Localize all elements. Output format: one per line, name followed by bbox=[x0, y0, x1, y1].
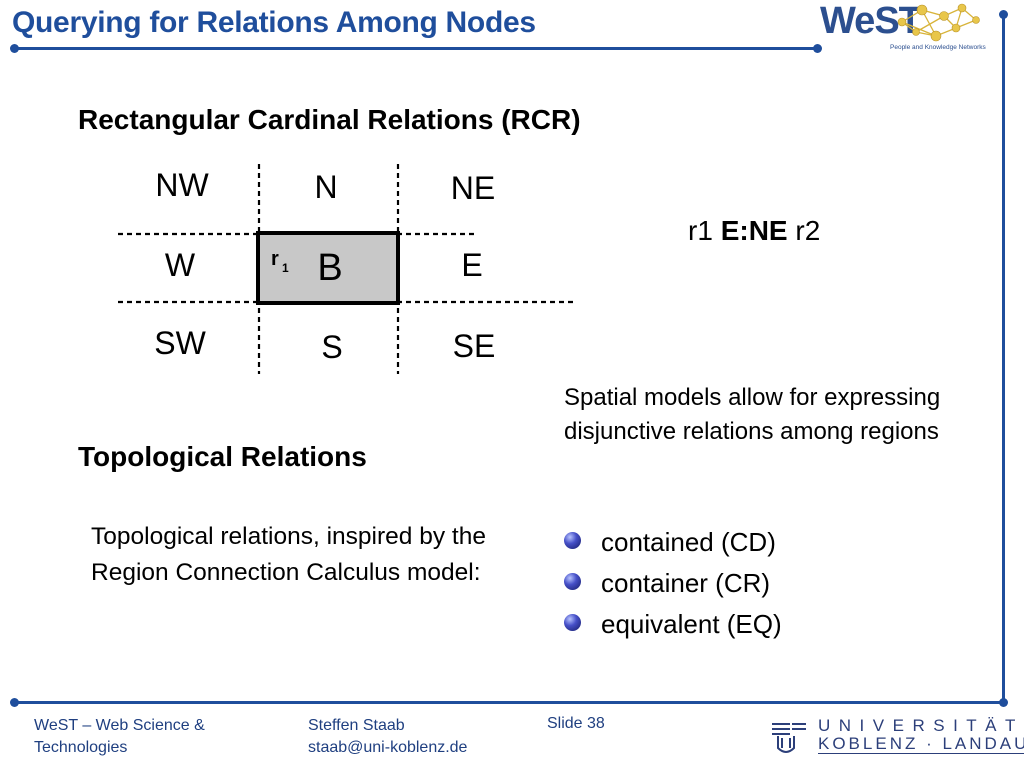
footer-author-email: staab@uni-koblenz.de bbox=[308, 739, 468, 756]
university-name: UNIVERSITÄT bbox=[818, 716, 1024, 735]
relation-right-operand: r2 bbox=[787, 215, 821, 246]
footer-organization: WeST – Web Science & Technologies bbox=[34, 715, 274, 759]
line-dot-top-left bbox=[10, 44, 19, 53]
line-dot-bottom-right bbox=[999, 698, 1008, 707]
west-logo-tagline: People and Knowledge Networks bbox=[890, 44, 986, 51]
region-b-label: B bbox=[317, 247, 342, 289]
bullet-icon bbox=[564, 532, 581, 549]
topological-relations-list: contained (CD) container (CR) equivalent… bbox=[562, 524, 782, 647]
region-s-label: S bbox=[321, 329, 342, 365]
region-e-label: E bbox=[461, 247, 482, 283]
right-border-line bbox=[1002, 14, 1005, 702]
relation-operator: E:NE bbox=[720, 215, 788, 246]
list-item-label: container (CR) bbox=[601, 568, 771, 598]
region-se-label: SE bbox=[453, 328, 496, 364]
list-item: equivalent (EQ) bbox=[562, 606, 782, 647]
box-b bbox=[256, 231, 400, 305]
bullet-icon bbox=[564, 614, 581, 631]
region-n-label: N bbox=[314, 169, 337, 205]
list-item: contained (CD) bbox=[562, 524, 782, 565]
footer-author-name: Steffen Staab bbox=[308, 717, 405, 734]
line-dot-top-right bbox=[813, 44, 822, 53]
list-item-label: contained (CD) bbox=[601, 527, 776, 557]
region-w-label: W bbox=[165, 247, 196, 283]
university-location: KOBLENZ · LANDAU bbox=[818, 735, 1024, 754]
footer-org-line1: WeST – Web Science & bbox=[34, 717, 205, 734]
list-item-label: equivalent (EQ) bbox=[601, 609, 782, 639]
relation-left-operand: r1 bbox=[688, 215, 721, 246]
region-r-label: r bbox=[271, 248, 279, 270]
slide-number: Slide 38 bbox=[547, 715, 605, 732]
line-dot-bottom-left bbox=[10, 698, 19, 707]
university-emblem-icon bbox=[772, 723, 806, 753]
footer-author: Steffen Staab staab@uni-koblenz.de bbox=[308, 715, 467, 759]
region-ne-label: NE bbox=[451, 170, 495, 206]
rcr-grid-diagram: NW N NE W r 1 B E SW S SE bbox=[118, 164, 576, 374]
footer-line bbox=[14, 701, 1005, 704]
region-sw-label: SW bbox=[154, 325, 206, 361]
network-star-icon bbox=[897, 3, 980, 42]
rcr-relation-example: r1 E:NE r2 bbox=[688, 215, 820, 247]
topological-heading: Topological Relations bbox=[78, 441, 367, 472]
west-logo: WeST People and Knowledge Networks bbox=[818, 0, 986, 56]
bullet-icon bbox=[564, 573, 581, 590]
footer-org-line2: Technologies bbox=[34, 739, 128, 756]
list-item: container (CR) bbox=[562, 565, 782, 606]
spatial-note-line1: Spatial models allow for expressing bbox=[564, 384, 941, 411]
rcr-heading: Rectangular Cardinal Relations (RCR) bbox=[78, 104, 581, 135]
university-logo: UNIVERSITÄT KOBLENZ · LANDAU bbox=[768, 716, 1024, 760]
topological-description: Topological relations, inspired by the R… bbox=[91, 523, 486, 586]
title-underline bbox=[14, 47, 818, 50]
region-nw-label: NW bbox=[155, 167, 209, 203]
spatial-note: Spatial models allow for expressing disj… bbox=[564, 381, 940, 449]
spatial-note-line2: disjunctive relations among regions bbox=[564, 418, 939, 445]
region-r-subscript: 1 bbox=[282, 261, 289, 275]
slide-title: Querying for Relations Among Nodes bbox=[12, 6, 536, 39]
